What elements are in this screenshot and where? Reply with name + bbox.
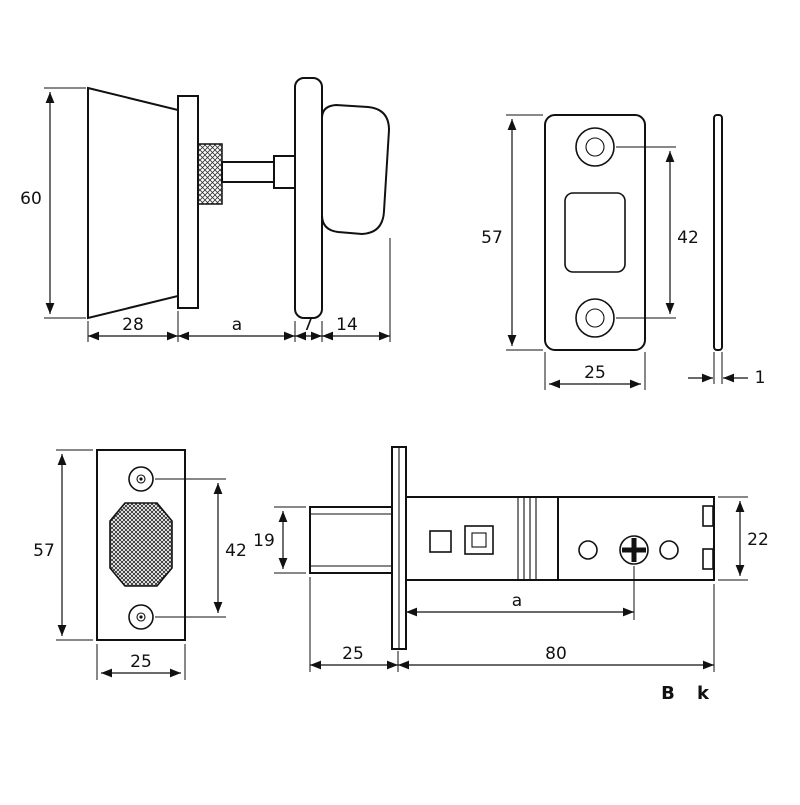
faceplate-edge-view	[713, 114, 723, 351]
dim-label-60: 60	[20, 189, 42, 209]
ref-letter-b: B	[661, 683, 675, 704]
latch-tube-body	[405, 496, 559, 581]
rose-plate-edge	[294, 77, 323, 319]
dim-label-22: 22	[747, 530, 769, 550]
dim-label-a-backset: a	[512, 591, 522, 611]
dimension-25-box: 25	[96, 644, 186, 680]
case-hole-left	[578, 540, 598, 560]
strike-plate	[544, 114, 646, 351]
bolt-opening	[564, 192, 626, 273]
mounting-plate-edge	[177, 95, 199, 309]
escutcheon-cone	[87, 86, 179, 320]
phillips-screw	[619, 535, 649, 565]
screw-hole-bottom	[575, 298, 615, 338]
dim-label-14: 14	[336, 315, 358, 335]
dim-label-a-spindle: a	[232, 315, 242, 335]
case-end-tabs	[702, 505, 714, 570]
dimension-22: 22	[718, 496, 769, 581]
thumbturn-knob	[321, 103, 391, 236]
dim-label-57: 57	[33, 541, 55, 561]
mesh-dust-box	[109, 502, 173, 587]
dim-label-25: 25	[584, 363, 606, 383]
view-strike-plate-front: 57 42 25 1	[481, 114, 765, 390]
dimension-57-strike: 57	[481, 114, 543, 351]
tube-window-square	[429, 530, 452, 553]
dimension-19: 19	[253, 506, 306, 574]
latch-faceplate	[391, 446, 407, 650]
dim-label-57: 57	[481, 228, 503, 248]
dimension-1-thickness: 1	[688, 352, 765, 388]
dim-label-7: 7	[303, 315, 314, 335]
dim-label-80: 80	[545, 644, 567, 664]
dimension-60: 60	[20, 87, 86, 319]
dimension-bottom-row: 28 a 7 14	[87, 238, 391, 342]
dimension-a-backset: a	[406, 566, 635, 620]
ref-letter-k: k	[697, 683, 710, 704]
dim-label-25: 25	[130, 652, 152, 672]
dim-label-28: 28	[122, 315, 144, 335]
case-hole-right	[659, 540, 679, 560]
dimension-42-strike: 42	[616, 146, 699, 319]
spindle-collar	[273, 155, 296, 189]
spindle	[221, 161, 275, 183]
view-box-strike-front: 57 42 25	[33, 449, 247, 680]
dim-label-42: 42	[677, 228, 699, 248]
dim-label-25: 25	[342, 644, 364, 664]
screw-hole-top	[128, 466, 154, 492]
dim-label-1: 1	[755, 368, 766, 388]
view-thumbturn-side: 60 28 a 7 14	[20, 77, 391, 342]
dimension-25-strike: 25	[544, 352, 646, 390]
view-tubular-latch-side: 19 22 a 25 80 B k	[253, 446, 769, 704]
spindle-hub-square	[464, 525, 494, 555]
dimension-42-box: 42	[155, 478, 247, 618]
latch-case	[557, 496, 715, 581]
dimension-57-box: 57	[33, 449, 93, 641]
screw-hole-top	[575, 127, 615, 167]
latch-bolt-bevel-lines	[310, 513, 392, 567]
tube-crimp-lines	[517, 498, 537, 579]
dimension-25-80: 25 80	[309, 577, 715, 672]
latch-bolt	[309, 506, 393, 574]
dim-label-42: 42	[225, 541, 247, 561]
knurled-collar	[197, 143, 223, 205]
dim-label-19: 19	[253, 531, 275, 551]
screw-hole-bottom	[128, 604, 154, 630]
